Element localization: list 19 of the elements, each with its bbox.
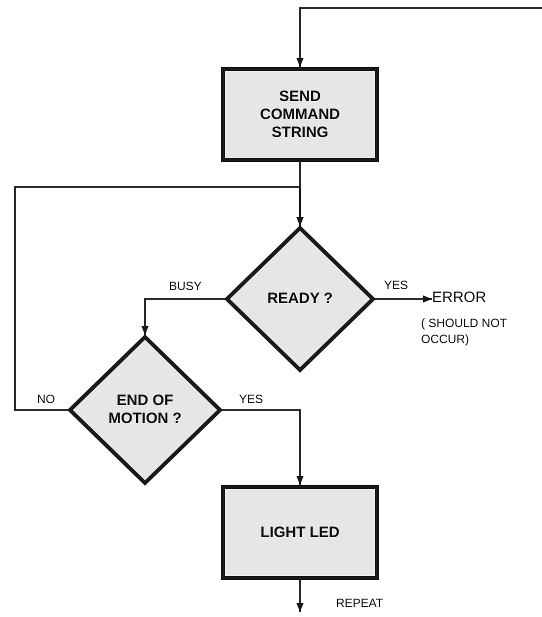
arrow xyxy=(375,295,432,303)
arrow xyxy=(296,580,304,612)
arrow xyxy=(141,298,225,335)
process-box xyxy=(221,67,379,162)
process-box xyxy=(221,485,379,580)
note-text: ( SHOULD NOT OCCUR) xyxy=(421,316,508,348)
edge-label: BUSY xyxy=(168,279,203,293)
edge-label: NO xyxy=(36,392,56,406)
node-text: END OF MOTION ? xyxy=(107,392,183,428)
arrow xyxy=(296,7,542,67)
arrow xyxy=(222,409,304,485)
node-text: LIGHT LED xyxy=(260,524,340,542)
node-text: ERROR xyxy=(432,289,488,306)
arrow xyxy=(14,186,304,411)
edge-label: REPEAT xyxy=(335,596,384,610)
node-text: SEND COMMAND STRING xyxy=(259,88,341,142)
node-text: READY ? xyxy=(267,290,333,308)
edge-label: YES xyxy=(383,278,410,292)
edge-label: YES xyxy=(238,392,264,406)
